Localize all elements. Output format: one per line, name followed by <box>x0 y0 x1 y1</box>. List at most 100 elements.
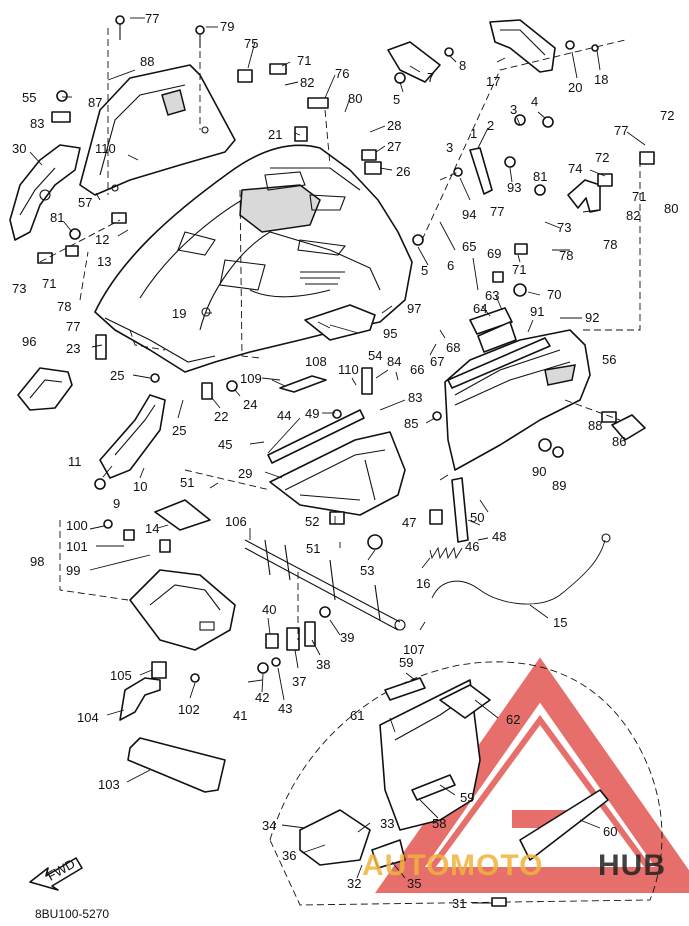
callout-66: 66 <box>410 362 424 377</box>
callout-57: 57 <box>78 195 92 210</box>
callout-28: 28 <box>387 118 401 133</box>
callout-16: 16 <box>416 576 430 591</box>
callout-71: 71 <box>297 53 311 68</box>
callout-13: 13 <box>97 254 111 269</box>
callout-39: 39 <box>340 630 354 645</box>
callout-58: 58 <box>432 816 446 831</box>
callout-96: 96 <box>22 334 36 349</box>
callout-25: 25 <box>110 368 124 383</box>
callout-71d: 71 <box>42 276 56 291</box>
callout-75: 75 <box>244 36 258 51</box>
callout-91: 91 <box>530 304 544 319</box>
callout-6: 6 <box>447 258 454 273</box>
bracket-95 <box>304 304 376 341</box>
inner-panel-29 <box>269 431 406 516</box>
callout-69: 69 <box>487 246 501 261</box>
callout-47: 47 <box>402 515 416 530</box>
bracket-46 <box>451 477 469 543</box>
catalog-number: 8BU100-5270 <box>35 907 109 921</box>
callout-77c: 77 <box>490 204 504 219</box>
callout-40: 40 <box>262 602 276 617</box>
callout-81: 81 <box>533 169 547 184</box>
callout-24: 24 <box>243 397 257 412</box>
callout-110b: 110 <box>338 362 359 377</box>
lower-fairing-assembly <box>269 661 663 907</box>
callout-82: 82 <box>300 75 314 90</box>
callout-95: 95 <box>383 326 397 341</box>
callout-20: 20 <box>568 80 582 95</box>
callout-72: 72 <box>660 108 674 123</box>
fwd-arrow-icon: FWD <box>29 856 83 891</box>
callout-59b: 59 <box>460 790 474 805</box>
callout-77: 77 <box>145 11 159 26</box>
callout-15: 15 <box>553 615 567 630</box>
callout-80: 80 <box>348 91 362 106</box>
callout-29: 29 <box>238 466 252 481</box>
automotohub-watermark-text: AUTO MOTO HUB <box>362 849 665 882</box>
callout-74: 74 <box>568 161 582 176</box>
callout-64: 64 <box>473 301 487 316</box>
callout-55: 55 <box>22 90 36 105</box>
callout-33: 33 <box>380 816 394 831</box>
callout-63: 63 <box>485 288 499 303</box>
callout-42: 42 <box>255 690 269 705</box>
callout-59: 59 <box>399 655 413 670</box>
callout-53: 53 <box>360 563 374 578</box>
brackets-63-64 <box>469 307 517 353</box>
left-trim-panel-30 <box>9 144 81 241</box>
bracket-86 <box>611 414 646 441</box>
callout-92: 92 <box>585 310 599 325</box>
callout-25b: 25 <box>172 423 186 438</box>
callout-34: 34 <box>262 818 276 833</box>
callout-107: 107 <box>403 642 425 657</box>
callout-44: 44 <box>277 408 291 423</box>
callout-83b: 83 <box>408 390 422 405</box>
watermark-text-auto: AUTO <box>362 849 450 882</box>
callout-49: 49 <box>305 406 319 421</box>
hose-104 <box>119 661 167 721</box>
callout-89: 89 <box>552 478 566 493</box>
callout-101: 101 <box>66 539 88 554</box>
callout-88b: 88 <box>588 418 602 433</box>
callout-72b: 72 <box>595 150 609 165</box>
bracket-7 <box>387 41 441 83</box>
callout-23: 23 <box>66 341 80 356</box>
callout-85: 85 <box>404 416 418 431</box>
callout-94: 94 <box>462 207 476 222</box>
spring-16 <box>429 546 463 560</box>
frame-106 <box>244 539 406 631</box>
callout-46: 46 <box>465 539 479 554</box>
callout-68: 68 <box>446 340 460 355</box>
callout-88: 88 <box>140 54 154 69</box>
leader-lines <box>29 17 646 904</box>
callout-30: 30 <box>12 141 26 156</box>
callout-81b: 81 <box>50 210 64 225</box>
callout-90: 90 <box>532 464 546 479</box>
callout-18: 18 <box>594 72 608 87</box>
callout-76: 76 <box>335 66 349 81</box>
callout-61: 61 <box>350 708 364 723</box>
callout-79: 79 <box>220 19 234 34</box>
callout-4: 4 <box>531 94 538 109</box>
callout-1: 1 <box>470 126 477 141</box>
callout-27: 27 <box>387 139 401 154</box>
callout-7: 7 <box>427 70 434 85</box>
callout-80b: 80 <box>664 201 678 216</box>
callout-54: 54 <box>368 348 382 363</box>
callout-38: 38 <box>316 657 330 672</box>
callout-67: 67 <box>430 354 444 369</box>
callout-108: 108 <box>305 354 327 369</box>
callout-14: 14 <box>145 521 159 536</box>
callout-10: 10 <box>133 479 147 494</box>
callout-36: 36 <box>282 848 296 863</box>
callout-102: 102 <box>178 702 200 717</box>
callout-26: 26 <box>396 164 410 179</box>
callout-77b: 77 <box>614 123 628 138</box>
callout-3: 3 <box>510 102 517 117</box>
air-duct-9 <box>99 394 166 479</box>
rail-91 <box>447 337 551 389</box>
bracket-14 <box>154 499 211 531</box>
callout-12: 12 <box>95 232 109 247</box>
callout-103: 103 <box>98 777 120 792</box>
callout-19: 19 <box>172 306 186 321</box>
